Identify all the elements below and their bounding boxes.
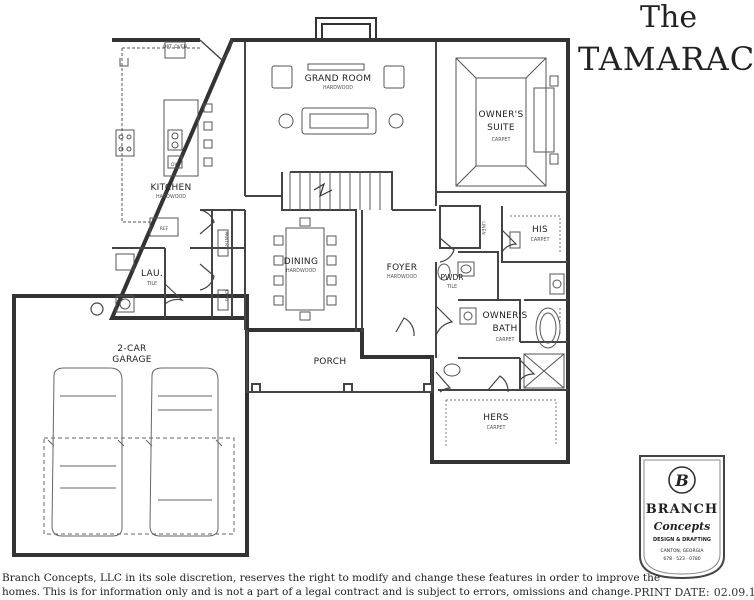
laundry-fixtures	[115, 229, 229, 313]
disclaimer-line-2: homes. This is for information only and …	[2, 586, 634, 598]
owners-suite-label-2: SUITE	[487, 123, 515, 133]
owners-suite-label-1: OWNER'S	[479, 110, 524, 120]
interior-walls	[112, 42, 568, 391]
laundry-floor-label: TILE	[146, 281, 157, 287]
logo-name: BRANCH	[646, 502, 718, 517]
powder-floor-label: TILE	[446, 284, 457, 290]
door-swings	[90, 209, 536, 393]
kitchen-fixtures	[115, 41, 213, 237]
logo-phone: 678 · 523 · 0780	[663, 556, 700, 562]
grand-room-furniture	[271, 63, 405, 135]
plan-title: TAMARACK	[578, 40, 754, 78]
owners-bath-label-2: BATH	[492, 324, 517, 334]
hers-closet-label: HERS	[483, 413, 509, 423]
print-date-value: 02.09.18	[713, 586, 754, 599]
his-closet-floor-label: CARPET	[531, 237, 550, 243]
pantry-label: PANTRY	[223, 231, 229, 248]
owners-bath-fixtures	[437, 231, 565, 389]
logo-tagline: DESIGN & DRAFTING	[653, 537, 711, 543]
powder-label: PWDR	[441, 273, 464, 282]
kitchen-label: KITCHEN	[150, 183, 191, 193]
logo-script: Concepts	[654, 520, 711, 533]
garage-label-2: GARAGE	[112, 355, 151, 365]
dishwasher-label: DW	[171, 162, 179, 168]
owners-bath-label-1: OWNER'S	[483, 311, 528, 321]
foyer-label: FOYER	[387, 263, 418, 273]
owners-bath-floor-label: CARPET	[496, 337, 515, 343]
title-prefix: The	[640, 0, 698, 35]
dining-floor-label: HARDWOOD	[286, 268, 316, 274]
refrigerator-label: REF	[160, 226, 169, 232]
staircase	[289, 172, 381, 210]
grand-room-label: GRAND ROOM	[305, 74, 372, 84]
print-date-label: PRINT DATE:	[634, 586, 710, 599]
dining-table	[273, 217, 337, 321]
grand-room-floor-label: HARDWOOD	[323, 85, 353, 91]
logo-initial: B	[674, 471, 689, 490]
laundry-label: LAU.	[141, 269, 163, 279]
garage-cars	[43, 367, 235, 537]
disclaimer-line-1: Branch Concepts, LLC in its sole discret…	[2, 572, 661, 584]
his-closet-label: HIS	[532, 225, 548, 235]
kitchen-door-swing	[199, 39, 233, 61]
fireplace	[315, 17, 377, 40]
disclaimer: Branch Concepts, LLC in its sole discret…	[2, 571, 661, 599]
exterior-walls	[12, 38, 570, 557]
foyer-floor-label: HARDWOOD	[387, 274, 417, 280]
garage-label-1: 2-CAR	[117, 344, 146, 354]
branch-concepts-logo	[639, 455, 725, 580]
closet-shelves	[445, 215, 561, 446]
porch-outline	[246, 330, 433, 393]
porch-label: PORCH	[314, 357, 347, 367]
coat-label: COAT	[223, 290, 229, 302]
print-date: PRINT DATE:02.09.18	[630, 586, 754, 599]
oven-label: OPT. OVEN	[163, 44, 187, 50]
owners-suite-floor-label: CARPET	[492, 137, 511, 143]
owners-suite-ceiling	[455, 57, 559, 187]
kitchen-floor-label: HARDWOOD	[156, 194, 186, 200]
logo-location: CANTON, GEORGIA	[661, 548, 705, 554]
hers-closet-floor-label: CARPET	[487, 425, 506, 431]
dining-label: DINING	[284, 257, 318, 267]
linen-label: LINEN	[480, 221, 486, 234]
